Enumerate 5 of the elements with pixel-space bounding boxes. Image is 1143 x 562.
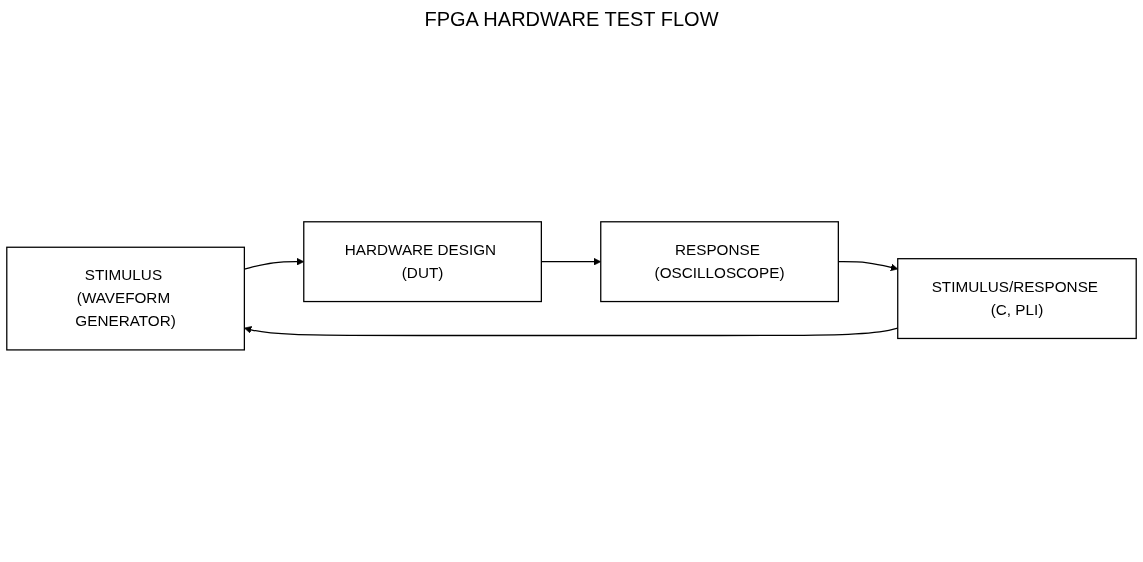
node-box: HARDWARE DESIGN (DUT) [303,221,542,303]
node-box: RESPONSE (OSCILLOSCOPE) [600,221,839,303]
diagram-title: FPGA HARDWARE TEST FLOW [424,8,719,31]
node-box: STIMULUS/RESPONSE (C, PLI) [897,258,1137,340]
node-box: STIMULUS (WAVEFORM GENERATOR) [6,246,245,351]
